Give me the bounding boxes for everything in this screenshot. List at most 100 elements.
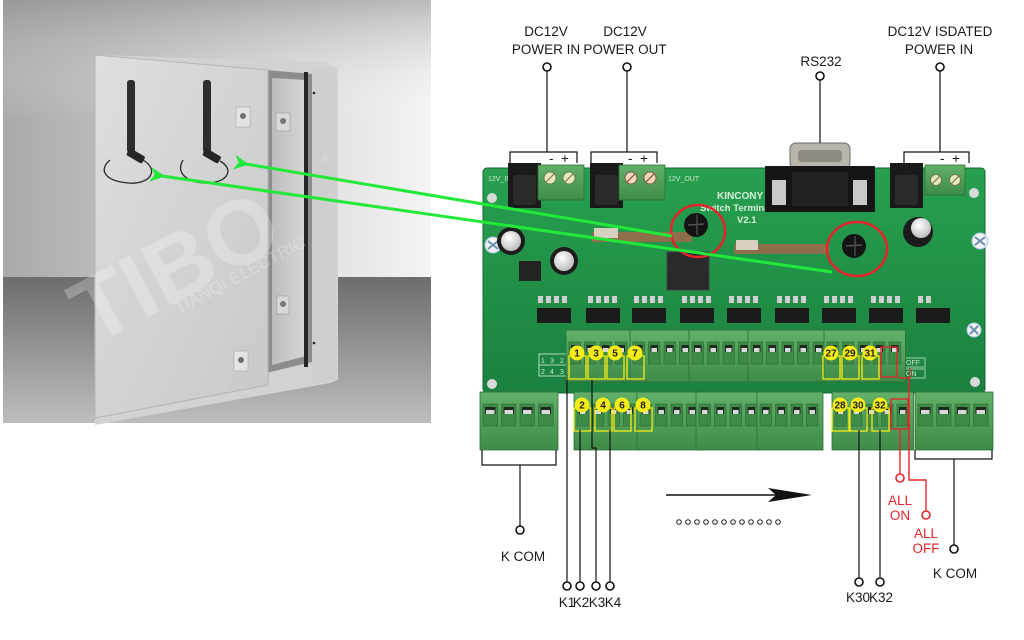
highlight-box-all-off-terminal: [880, 346, 898, 378]
terminal-number-label: 5: [612, 349, 618, 360]
terminal-slot: [954, 403, 970, 427]
wireless-module-1: [592, 232, 692, 242]
terminal-badge-28: 28: [831, 397, 850, 432]
callout-pin-icon: [854, 577, 864, 587]
top-terminal-block-4: [747, 329, 830, 383]
electrolytic-capacitors: [497, 217, 933, 275]
continuation-dot: [676, 519, 682, 525]
terminal-number-label: 29: [844, 349, 856, 360]
callout-dc12v-power-out: DC12V POWER OUT - +: [583, 24, 666, 166]
terminal-slot: [714, 403, 727, 427]
polarity-minus: -: [549, 151, 554, 166]
dc-jack-power-out: [590, 163, 623, 208]
terminal-number-label: 6: [619, 401, 625, 412]
terminal-slot: [691, 341, 704, 365]
k-com-left-label: K COM: [501, 549, 545, 564]
terminal-slot: [806, 403, 819, 427]
callout-pin-icon: [815, 71, 825, 81]
terminal-badge-29: 29: [841, 345, 860, 380]
green-arrow-to-antenna-1: [149, 166, 833, 274]
continuation-dot: [757, 519, 763, 525]
terminal-slot: [896, 403, 909, 427]
board-brand: KINCONY: [717, 191, 763, 202]
terminal-number-label: 30: [852, 401, 864, 412]
callout-pin-icon: [875, 577, 885, 587]
voltage-regulator: [519, 261, 541, 281]
terminal-slot: [759, 403, 772, 427]
green-arrow-to-antenna-2: [232, 154, 673, 238]
resistor-row: [538, 296, 931, 303]
terminal-slot: [750, 341, 763, 365]
terminal-slot: [888, 341, 901, 365]
crystal: [594, 228, 618, 238]
terminal-number-label: 1: [574, 349, 580, 360]
top-terminal-block-3: [688, 329, 756, 383]
silk-on: ON: [906, 371, 917, 378]
terminal-slot: [663, 341, 676, 365]
wireless-module-2: [734, 244, 829, 254]
callout-dc12v-isolated-power-in: DC12V ISDATED POWER IN - +: [888, 24, 993, 166]
all-off-label-line1: ALL: [914, 526, 939, 541]
terminal-slot: [781, 341, 794, 365]
terminal-number-label: 3: [593, 349, 599, 360]
terminal-badge-5: 5: [606, 345, 625, 380]
callout-inputs-left: K1 K2 K3 K4: [559, 380, 622, 610]
terminal-slot: [917, 403, 933, 427]
terminal-number-label: 31: [864, 349, 876, 360]
callout-pin-icon: [542, 62, 552, 72]
isolated-power-in-screw-terminal: [924, 164, 966, 196]
dc-jack-isolated-power-in: [890, 163, 923, 208]
continuation-dots: [676, 519, 781, 525]
continuation-dot: [766, 519, 772, 525]
terminal-badge-7: 7: [626, 345, 645, 380]
polarity-plus: +: [640, 151, 648, 166]
k-com-right-label: K COM: [933, 566, 977, 581]
callout-k-com-left: K COM: [481, 450, 557, 564]
terminal-slot: [797, 341, 810, 365]
mounting-hole: [970, 377, 980, 387]
callout-pin-icon: [562, 581, 572, 591]
terminal-slot: [698, 403, 711, 427]
terminal-slot: [729, 403, 742, 427]
mounting-hole: [487, 193, 497, 203]
callout-pin-icon: [921, 510, 931, 520]
watermark-registered-text: ®: [322, 154, 329, 164]
continuation-dot: [748, 519, 754, 525]
terminal-slot: [936, 403, 952, 427]
terminal-slot: [722, 341, 735, 365]
polarity-plus: +: [561, 151, 569, 166]
terminal-badge-31: 31: [861, 345, 880, 380]
input-label-k30: K30: [846, 590, 870, 605]
mounting-hole: [969, 188, 979, 198]
terminal-slot: [538, 403, 554, 427]
terminal-badge-1: 1: [568, 345, 587, 380]
silk-table-cell: 3: [560, 369, 564, 376]
terminal-badge-3: 3: [587, 345, 606, 380]
all-off-label-line2: OFF: [913, 541, 940, 556]
terminal-number-label: 8: [640, 401, 646, 412]
polarity-plus: +: [952, 151, 960, 166]
continuation-indicator: [666, 488, 812, 525]
terminal-slot: [775, 403, 788, 427]
continuation-dot: [703, 519, 709, 525]
input-label-k4: K4: [605, 595, 622, 610]
rs232-db9-connector: [765, 142, 875, 212]
callout-pin-icon: [591, 581, 601, 591]
callout-label-line2: POWER OUT: [583, 42, 666, 57]
input-label-k2: K2: [573, 595, 590, 610]
callout-dc12v-power-in: DC12V POWER IN - +: [509, 24, 580, 166]
input-label-k1: K1: [559, 595, 576, 610]
callout-pin-icon: [949, 544, 959, 554]
direction-arrow-head-icon: [768, 488, 812, 502]
highlight-circle-antenna-connector-2: [825, 220, 889, 278]
all-on-label-line1: ALL: [888, 493, 913, 508]
terminal-badge-6: 6: [613, 397, 632, 432]
mcu-chip: [666, 251, 710, 291]
terminal-slot: [501, 403, 517, 427]
callout-pin-icon: [605, 581, 615, 591]
bottom-terminal-block-4: [756, 391, 824, 451]
all-on-label-line2: ON: [890, 508, 910, 523]
terminal-slot: [648, 341, 661, 365]
continuation-dot: [694, 519, 700, 525]
antenna-connector-1: [684, 213, 708, 237]
